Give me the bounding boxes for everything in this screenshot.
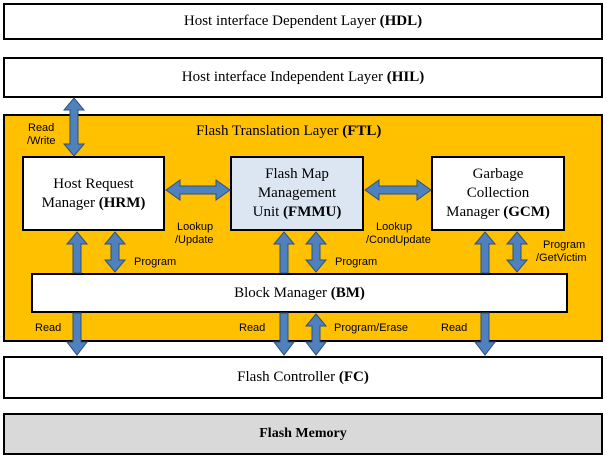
label-read-left: Read	[35, 322, 62, 334]
arrow-bm-fmmu-up	[272, 231, 296, 274]
arrow-fmmu-bm-program	[304, 231, 328, 273]
label-program-getvictim: Program /GetVictim	[536, 239, 587, 264]
hdl-layer: Host interface Dependent Layer (HDL)	[3, 3, 603, 40]
label-lookup-condupdate: Lookup /CondUpdate	[366, 221, 431, 246]
label-program-hrm: Program	[134, 256, 177, 268]
flash-memory-label: Flash Memory	[259, 426, 347, 441]
hdl-layer-label: Host interface Dependent Layer (HDL)	[183, 13, 423, 29]
label-program-fmmu: Program	[335, 256, 378, 268]
hil-layer-label: Host interface Independent Layer (HIL)	[181, 69, 425, 85]
arrow-gcm-bm-program	[505, 231, 529, 273]
label-read-mid: Read	[239, 322, 266, 334]
hrm-module: Host Request Manager (HRM)	[22, 156, 165, 231]
arrow-bm-gcm-up	[473, 231, 497, 274]
arrow-bm-hrm-up	[65, 231, 89, 274]
arrow-hrm-fmmu	[165, 179, 231, 201]
hrm-module-label: Host Request Manager (HRM)	[41, 175, 146, 211]
label-read-right: Read	[441, 322, 468, 334]
gcm-module-label: Garbage Collection Manager (GCM)	[446, 166, 550, 220]
arrow-bm-fc-read-mid	[272, 312, 296, 356]
label-lookup-update: Lookup /Update	[175, 221, 214, 246]
fc-layer: Flash Controller (FC)	[3, 356, 603, 399]
arrow-bm-fc-read-right	[473, 312, 497, 356]
fmmu-module-label: Flash Map Management Unit (FMMU)	[252, 166, 342, 220]
arrow-bm-fc-read-left	[65, 312, 89, 356]
bm-module: Block Manager (BM)	[31, 273, 568, 313]
arrow-hrm-bm-program	[103, 231, 127, 273]
bm-module-label: Block Manager (BM)	[234, 284, 365, 301]
flash-memory-layer: Flash Memory	[3, 413, 603, 455]
fc-layer-label: Flash Controller (FC)	[237, 369, 369, 385]
label-read-write: Read /Write	[27, 122, 56, 147]
label-program-erase: Program/Erase	[334, 322, 408, 334]
ftl-title: Flash Translation Layer (FTL)	[196, 123, 382, 139]
arrow-fmmu-gcm	[364, 179, 432, 201]
arrow-bm-fc-program-erase	[304, 313, 328, 356]
hil-layer: Host interface Independent Layer (HIL)	[3, 57, 603, 98]
fmmu-module: Flash Map Management Unit (FMMU)	[230, 156, 364, 231]
gcm-module: Garbage Collection Manager (GCM)	[431, 156, 565, 231]
arrow-hil-ftl	[62, 97, 86, 157]
